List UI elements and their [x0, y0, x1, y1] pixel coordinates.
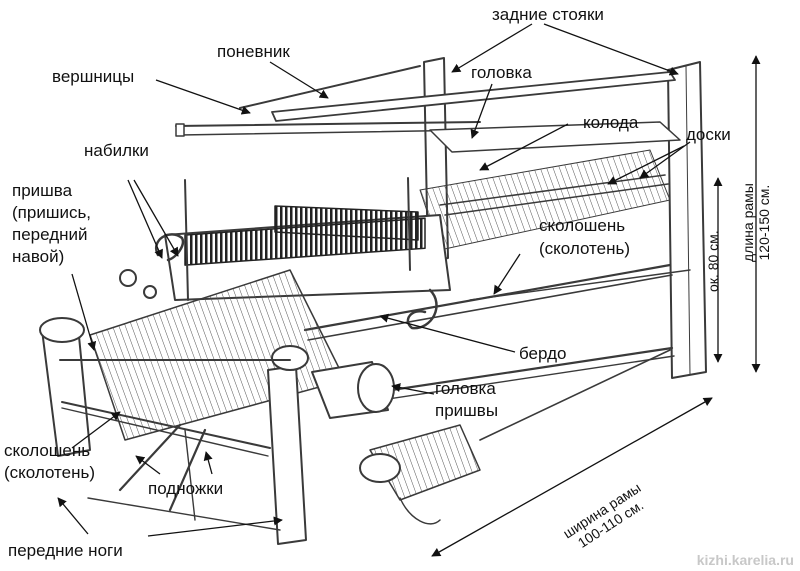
- label-rear-posts: задние стояки: [492, 5, 604, 24]
- label-skoloshen-right: сколошень (сколотень): [539, 216, 631, 258]
- arrow-skoloshen-left: [71, 411, 121, 449]
- arrow-nabilki-2: [133, 179, 179, 257]
- arrow-rear-posts-2: [543, 23, 679, 76]
- arrow-ponevnik: [269, 61, 329, 99]
- label-ponevnik: поневник: [217, 42, 290, 61]
- label-vershnitsy: вершницы: [52, 67, 135, 86]
- arrow-front-legs-1: [57, 497, 89, 535]
- source-credit: kizhi.karelia.ru: [696, 552, 794, 568]
- dimension-arrows: [431, 55, 761, 557]
- arrow-prishva: [71, 273, 97, 351]
- dim-label-frame-length: длина рамы 120-150 см.: [740, 183, 772, 262]
- label-nabilki: набилки: [84, 141, 149, 160]
- arrow-podnozhki-2: [203, 451, 213, 475]
- lower-rod: [61, 401, 271, 449]
- label-berdo: бердо: [519, 344, 567, 363]
- koloda-beam: [429, 121, 681, 153]
- arrow-skoloshen-right: [493, 253, 521, 295]
- arrow-berdo: [379, 313, 516, 353]
- arrow-nabilki-1: [127, 179, 163, 259]
- arrow-front-legs-2: [147, 516, 283, 537]
- arrow-koloda: [479, 123, 569, 171]
- label-skoloshen-left: сколошень (сколотень): [4, 441, 96, 482]
- label-golovka: головка: [471, 63, 532, 82]
- label-front-legs: передние ноги: [8, 541, 123, 560]
- label-golovka-prishvy: головка пришвы: [435, 379, 499, 420]
- label-koloda: колода: [583, 113, 639, 132]
- loom-drawing: [39, 57, 707, 545]
- leader-arrows: [57, 23, 691, 537]
- reed: [274, 205, 419, 241]
- ponevnik-bar: [239, 65, 421, 109]
- arrow-doski-2: [607, 145, 685, 185]
- dim-label-height: ок. 80 см.: [705, 230, 721, 292]
- arrow-vershnitsy: [155, 79, 251, 115]
- arrow-golovka-prishvy: [391, 383, 435, 395]
- arrow-golovka: [470, 83, 493, 139]
- arrow-doski-1: [639, 141, 691, 179]
- label-doski: доски: [686, 125, 731, 144]
- dim-frame-width: [431, 397, 713, 557]
- label-prishva: пришва (пришись, передний навой): [12, 181, 92, 266]
- label-podnozhki: подножки: [148, 479, 224, 498]
- top-rail: [271, 71, 676, 122]
- arrow-rear-posts-1: [451, 23, 533, 73]
- arrow-podnozhki-1: [135, 455, 161, 475]
- front-left-post: [41, 325, 91, 457]
